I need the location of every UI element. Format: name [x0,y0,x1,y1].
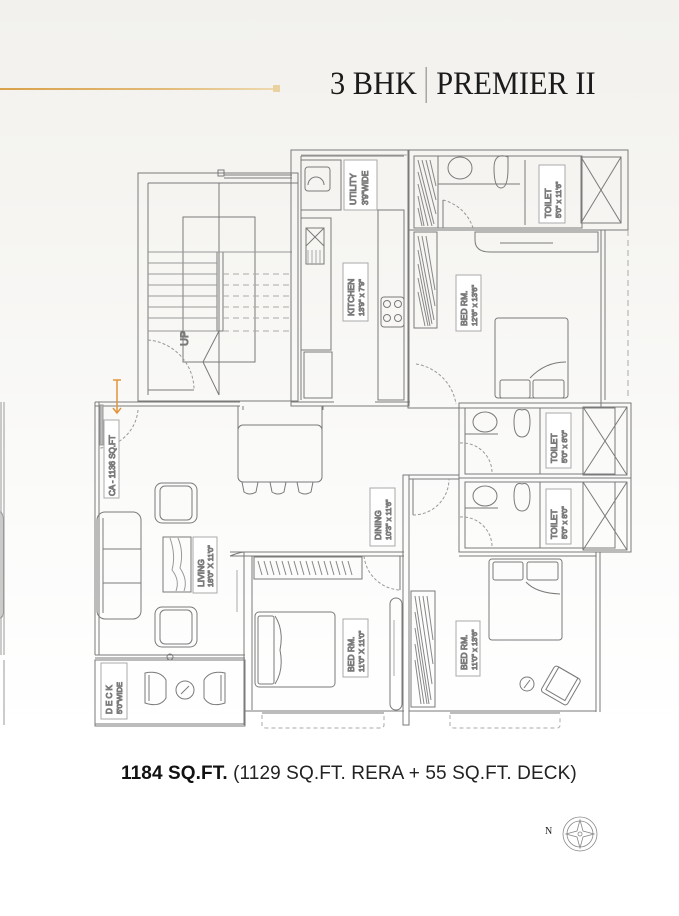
accent-line [0,88,276,90]
master-bedroom [407,229,629,409]
compass-rose-icon [562,816,598,852]
svg-text:3'9"WIDE: 3'9"WIDE [361,171,370,205]
total-area: 1184 SQ.FT. [121,763,228,784]
page-title: 3 BHK PREMIER II [330,66,596,103]
svg-text:BED RM.: BED RM. [459,635,469,670]
unit-variant: PREMIER II [436,66,596,102]
svg-text:TOILET: TOILET [543,188,553,218]
deck-label: D E C K 5'0"WIDE [100,662,128,720]
master-toilet [407,149,629,231]
toilet-3-label: TOILET 5'0" x 8'0" [545,488,572,545]
living-furniture [96,482,198,648]
area-breakdown: (1129 SQ.FT. RERA + 55 SQ.FT. DECK) [233,763,577,784]
master-bedroom-label: BED RM. 12'6" x 13'6" [455,274,482,332]
stair-block [137,169,299,402]
kitchen-label: KITCHEN 13'9" x 7'9" [342,262,369,322]
svg-text:DINING: DINING [373,510,383,540]
bedroom-2-label: BED RM. 11'0" X 11'0" [342,618,369,678]
utility-label: UTILITY 3'9"WIDE [343,159,378,211]
kitchen-block [290,149,410,407]
title-divider [426,66,428,103]
adjacent-unit-edge [0,402,5,725]
svg-text:TOILET: TOILET [549,509,559,539]
carpet-area-label: CA - 1136 SQ.FT [108,435,117,496]
toilet-2 [458,402,632,479]
bedroom-2 [229,551,404,729]
svg-text:LIVING: LIVING [196,559,206,587]
svg-text:11'0" x 13'6": 11'0" x 13'6" [470,629,479,670]
svg-text:KITCHEN: KITCHEN [346,279,356,316]
svg-text:5'0" x 8'0": 5'0" x 8'0" [560,430,569,463]
living-label: LIVING 18'0" X 11'0" [192,536,218,594]
svg-text:5'0"WIDE: 5'0"WIDE [115,682,124,714]
svg-text:BED RM.: BED RM. [459,291,469,326]
svg-text:5'0" x 8'0": 5'0" x 8'0" [560,506,569,539]
svg-text:5'0" x 11'6": 5'0" x 11'6" [554,181,563,218]
svg-text:13'9" x 7'9": 13'9" x 7'9" [357,279,366,316]
svg-text:12'6" x 13'6": 12'6" x 13'6" [470,285,479,326]
breakfast-counter [237,406,323,495]
deck [94,659,246,727]
stairs-up-label: UP [179,331,191,346]
bedroom-3 [409,551,601,729]
dining-label: DINING 10'3" x 11'6" [369,487,396,547]
svg-text:UTILITY: UTILITY [348,173,358,205]
north-label: N [545,826,553,837]
unit-type: 3 BHK [330,66,417,102]
toilet-2-label: TOILET 5'0" x 8'0" [545,412,572,469]
master-toilet-label: TOILET 5'0" x 11'6" [538,164,566,224]
accent-line-end [273,85,280,92]
toilet-3 [458,477,632,553]
svg-text:18'0" X 11'0": 18'0" X 11'0" [206,545,215,587]
svg-text:TOILET: TOILET [549,433,559,463]
svg-text:11'0" X 11'0": 11'0" X 11'0" [357,630,366,672]
living-dining-shell [94,401,459,726]
bedroom-3-label: BED RM. 11'0" x 13'6" [455,620,481,677]
carpet-area-marker: CA - 1136 SQ.FT [103,379,122,499]
svg-text:D E C K: D E C K [105,684,114,714]
svg-text:BED RM.: BED RM. [346,637,356,672]
area-summary: 1184 SQ.FT. (1129 SQ.FT. RERA + 55 SQ.FT… [121,763,577,785]
svg-text:10'3" x 11'6": 10'3" x 11'6" [384,499,393,540]
